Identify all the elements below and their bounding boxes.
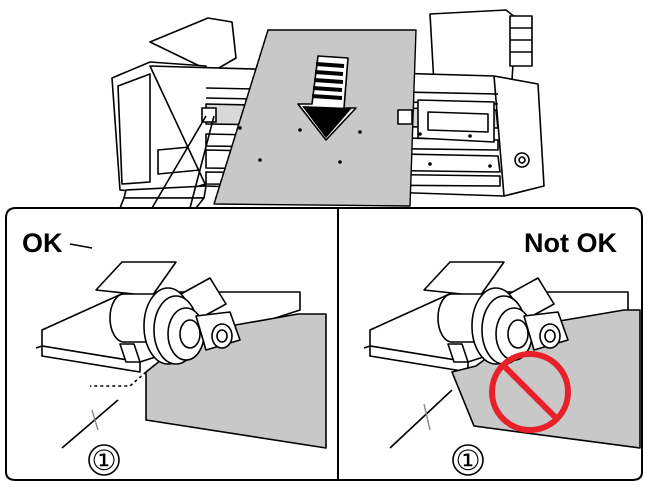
- printer-illustration: [111, 9, 545, 209]
- pinch-roller-not-ok: [437, 277, 569, 365]
- prohibited-icon: [489, 351, 571, 433]
- down-arrow-icon: [297, 55, 357, 141]
- right-housing: [429, 9, 517, 85]
- ok-leader-line: [69, 243, 93, 249]
- pinch-roller-ok: [109, 277, 241, 365]
- panel-ok: [35, 243, 327, 449]
- callout-leader-line-not-ok: [389, 389, 453, 449]
- zoom-line-right: [189, 115, 215, 209]
- callout-circle-not-ok: [452, 444, 484, 476]
- ink-cartridges: [509, 15, 533, 67]
- callout-number-ok: ①: [91, 445, 116, 476]
- callout-number-not-ok: ①: [455, 445, 480, 476]
- callout-circle-ok: [88, 444, 120, 476]
- not-ok-label: Not OK: [524, 228, 617, 258]
- zoom-line-left: [151, 115, 207, 209]
- ok-label: OK: [22, 228, 63, 258]
- callout-leader-line-ok: [61, 399, 119, 449]
